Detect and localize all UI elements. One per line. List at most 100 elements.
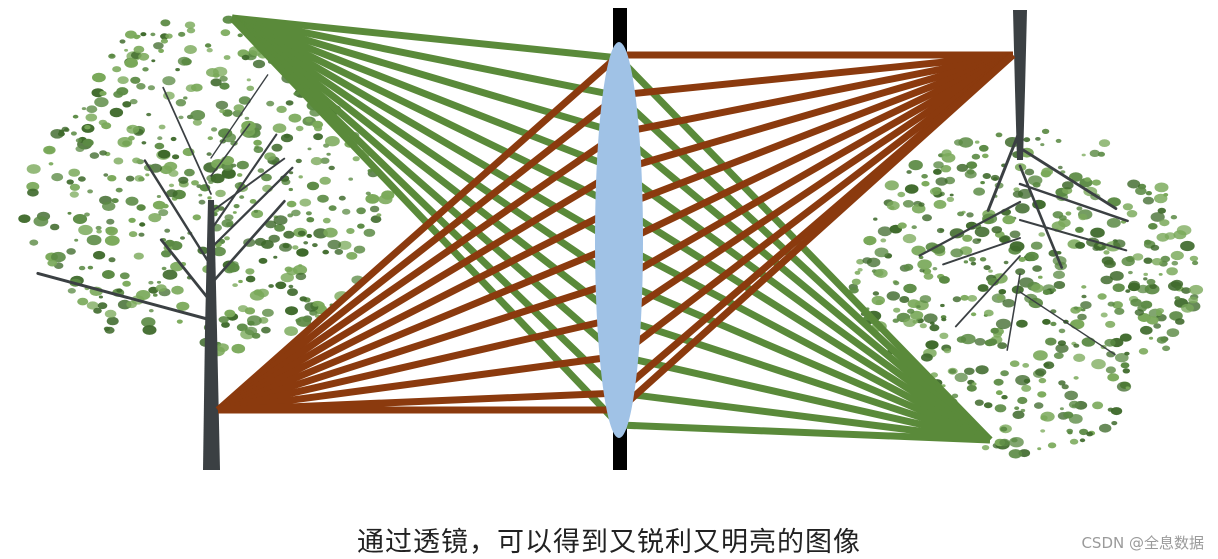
- leaf-cluster: [1156, 336, 1168, 344]
- leaf-cluster: [153, 293, 158, 297]
- leaf-cluster: [1150, 244, 1160, 251]
- leaf-cluster: [130, 76, 141, 84]
- leaf-cluster: [919, 268, 925, 273]
- leaf-cluster: [238, 305, 248, 313]
- leaf-cluster: [1135, 187, 1147, 195]
- leaf-cluster: [241, 54, 250, 61]
- leaf-cluster: [262, 308, 274, 317]
- leaf-cluster: [69, 191, 79, 198]
- leaf-cluster: [1125, 386, 1130, 390]
- leaf-cluster: [113, 157, 124, 165]
- branch: [210, 123, 251, 177]
- leaf-cluster: [971, 382, 977, 386]
- leaf-cluster: [381, 190, 395, 200]
- leaf-cluster: [1014, 406, 1020, 411]
- leaf-cluster: [1081, 337, 1096, 347]
- leaf-cluster: [1145, 191, 1152, 196]
- leaf-cluster: [907, 308, 915, 314]
- leaf-cluster: [305, 117, 313, 123]
- leaf-cluster: [1192, 260, 1199, 266]
- leaf-cluster: [376, 213, 382, 217]
- leaf-cluster: [922, 268, 932, 275]
- leaf-cluster: [133, 252, 144, 260]
- leaf-cluster: [1065, 211, 1072, 216]
- leaf-cluster: [148, 213, 162, 223]
- leaf-cluster: [948, 368, 957, 374]
- leaf-cluster: [75, 145, 85, 152]
- leaf-cluster: [1146, 278, 1156, 286]
- leaf-cluster: [857, 268, 863, 272]
- leaf-cluster: [78, 224, 93, 236]
- leaf-cluster: [1148, 223, 1158, 230]
- leaf-cluster: [1140, 300, 1153, 309]
- leaf-cluster: [1153, 323, 1162, 329]
- leaf-cluster: [1081, 285, 1087, 289]
- leaf-cluster: [1155, 311, 1163, 317]
- leaf-cluster: [212, 246, 226, 257]
- leaf-cluster: [940, 165, 952, 173]
- leaf-cluster: [1070, 319, 1085, 330]
- leaf-cluster: [176, 301, 190, 311]
- leaf-cluster: [974, 226, 990, 238]
- branch: [1018, 146, 1118, 211]
- leaf-cluster: [162, 203, 169, 209]
- leaf-cluster: [939, 332, 949, 339]
- leaf-cluster: [941, 149, 952, 157]
- leaf-cluster: [1158, 273, 1163, 276]
- leaf-cluster: [902, 200, 914, 208]
- leaf-cluster: [1079, 438, 1086, 443]
- leaf-cluster: [77, 297, 89, 306]
- leaf-cluster: [47, 259, 58, 267]
- leaf-cluster: [161, 250, 172, 258]
- leaf-cluster: [111, 198, 119, 204]
- leaf-cluster: [66, 248, 76, 255]
- leaf-cluster: [1127, 179, 1141, 189]
- leaf-cluster: [225, 221, 234, 227]
- convex-lens-icon: [595, 42, 643, 438]
- leaf-cluster: [1038, 232, 1045, 237]
- leaf-cluster: [1059, 407, 1064, 411]
- leaf-cluster: [1091, 359, 1106, 370]
- leaf-cluster: [258, 257, 268, 264]
- leaf-cluster: [922, 214, 932, 222]
- leaf-cluster: [979, 257, 987, 262]
- leaf-cluster: [1069, 172, 1083, 182]
- leaf-cluster: [987, 277, 999, 286]
- leaf-cluster: [107, 175, 117, 182]
- trunk: [203, 200, 220, 470]
- leaf-cluster: [157, 149, 171, 159]
- leaf-cluster: [97, 302, 108, 310]
- leaf-cluster: [86, 301, 99, 310]
- leaf-cluster: [1037, 447, 1042, 451]
- leaf-cluster: [925, 340, 939, 350]
- leaf-cluster: [851, 278, 861, 285]
- leaf-cluster: [910, 310, 924, 320]
- leaf-cluster: [150, 32, 156, 37]
- leaf-cluster: [971, 153, 981, 160]
- leaf-cluster: [933, 168, 942, 175]
- leaf-cluster: [956, 163, 968, 172]
- leaf-cluster: [899, 296, 910, 303]
- leaf-cluster: [1002, 298, 1015, 308]
- leaf-cluster: [1075, 241, 1086, 249]
- leaf-cluster: [288, 113, 302, 123]
- leaf-cluster: [312, 243, 318, 248]
- leaf-cluster: [206, 68, 219, 77]
- leaf-cluster: [946, 196, 955, 202]
- leaf-cluster: [993, 378, 1004, 386]
- leaf-cluster: [264, 152, 276, 161]
- leaf-cluster: [317, 194, 329, 203]
- leaf-cluster: [119, 39, 126, 44]
- leaf-cluster: [68, 168, 80, 177]
- leaf-cluster: [970, 261, 977, 266]
- leaf-cluster: [166, 189, 178, 198]
- leaf-cluster: [286, 200, 297, 208]
- leaf-cluster: [312, 302, 320, 307]
- leaf-cluster: [87, 265, 94, 270]
- leaf-cluster: [33, 216, 49, 227]
- leaf-cluster: [314, 125, 323, 132]
- leaf-cluster: [217, 206, 225, 211]
- leaf-cluster: [177, 56, 191, 66]
- leaf-cluster: [92, 72, 106, 83]
- leaf-cluster: [156, 195, 161, 198]
